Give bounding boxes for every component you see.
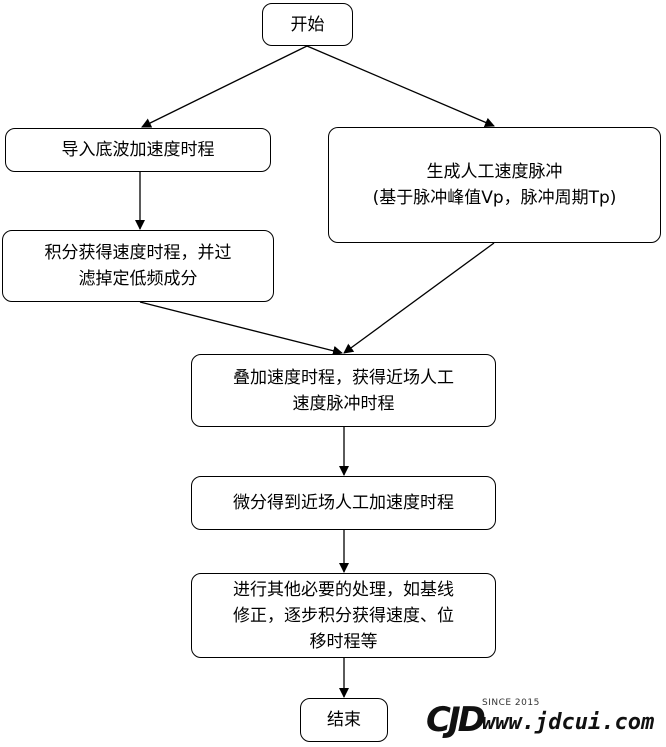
arrow-start-to-import	[141, 45, 308, 128]
superpose-node: 叠加速度时程，获得近场人工 速度脉冲时程	[191, 354, 496, 427]
generate-pulse-text-line2: (基于脉冲峰值Vp，脉冲周期Tp)	[372, 188, 617, 208]
start-node: 开始	[262, 3, 353, 46]
superpose-text-line1: 叠加速度时程，获得近场人工	[233, 367, 454, 388]
arrow-generate-to-superpose	[343, 242, 495, 354]
watermark-since: SINCE 2015	[482, 698, 540, 708]
arrow-integrate-to-superpose	[139, 301, 343, 356]
arrow-start-to-generate	[306, 45, 495, 128]
integrate-text-line2: 滤掉定低频成分	[78, 269, 198, 289]
watermark-logo: CJD	[426, 700, 486, 740]
end-node-text: 结束	[327, 710, 361, 730]
superpose-text-line2: 速度脉冲时程	[292, 393, 395, 414]
post-process-text-line2: 修正，逐步积分获得速度、位	[233, 605, 454, 626]
differentiate-node: 微分得到近场人工加速度时程	[191, 476, 496, 530]
watermark-url: www.jdcui.com	[482, 710, 655, 735]
site-watermark: CJD SINCE 2015 www.jdcui.com	[424, 694, 664, 746]
import-ground-wave-text: 导入底波加速度时程	[61, 140, 215, 160]
import-ground-wave-node: 导入底波加速度时程	[5, 128, 271, 172]
integrate-node: 积分获得速度时程，并过 滤掉定低频成分	[2, 230, 274, 302]
post-process-text-line3: 移时程等	[309, 631, 378, 652]
generate-pulse-node: 生成人工速度脉冲 (基于脉冲峰值Vp，脉冲周期Tp)	[328, 127, 661, 243]
generate-pulse-text-line1: 生成人工速度脉冲	[426, 162, 563, 182]
start-node-text: 开始	[290, 14, 325, 35]
post-process-node: 进行其他必要的处理，如基线 修正，逐步积分获得速度、位 移时程等	[191, 573, 496, 658]
post-process-text-line1: 进行其他必要的处理，如基线	[233, 579, 454, 600]
differentiate-text: 微分得到近场人工加速度时程	[233, 493, 454, 513]
integrate-text-line1: 积分获得速度时程，并过	[44, 243, 232, 263]
end-node: 结束	[300, 698, 388, 742]
